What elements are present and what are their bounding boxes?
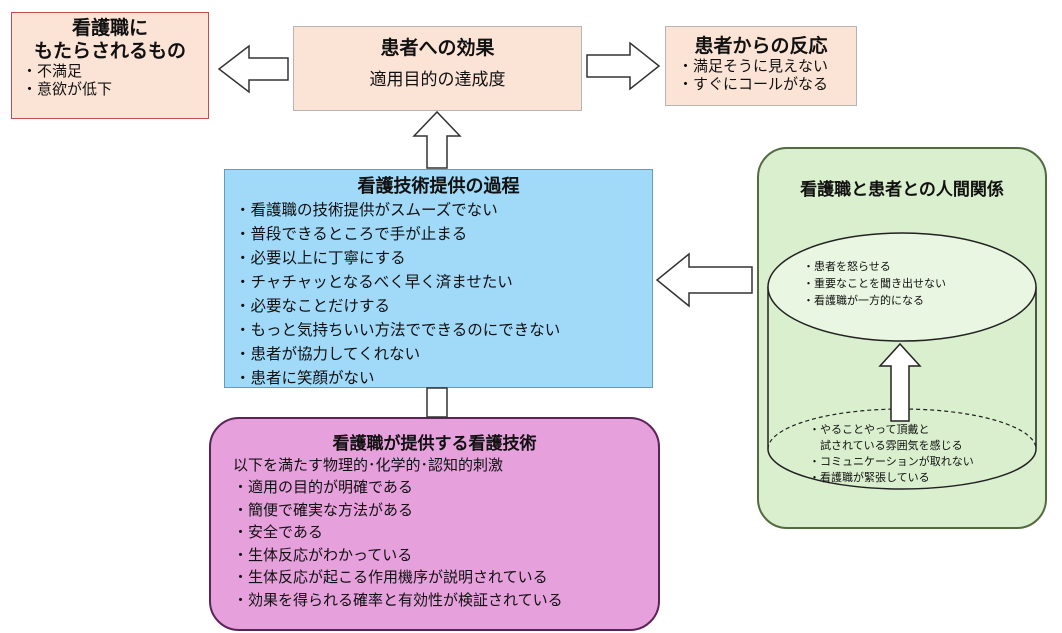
list-item: 必要以上に丁寧にする bbox=[235, 246, 652, 270]
patient-effect-subtitle: 適用目的の達成度 bbox=[369, 70, 506, 90]
list-item: 生体反応が起こる作用機序が説明されている bbox=[233, 566, 658, 589]
relationship-top-list: 患者を怒らせる 重要なことを聞き出せない 看護職が一方的になる bbox=[803, 258, 946, 309]
list-item: 安全である bbox=[233, 521, 658, 544]
list-item: 必要なことだけする bbox=[235, 294, 652, 318]
list-item: やることやって頂戴と bbox=[809, 422, 974, 438]
patient-effect-box: 患者への効果 適用目的の達成度 bbox=[293, 26, 582, 111]
relationship-title: 看護職と患者との人間関係 bbox=[800, 180, 1004, 200]
list-item: 適用の目的が明確である bbox=[233, 476, 658, 499]
list-item: もっと気持ちいい方法でできるのにできない bbox=[235, 318, 652, 342]
nursing-outcome-title: 看護職に もたらされるもの bbox=[12, 17, 208, 63]
list-item: 普段できるところで手が止まる bbox=[235, 222, 652, 246]
nursing-outcome-list: 不満足 意欲が低下 bbox=[22, 62, 208, 99]
nursing-outcome-box: 看護職に もたらされるもの 不満足 意欲が低下 bbox=[11, 12, 209, 119]
list-item: 患者を怒らせる bbox=[803, 258, 946, 275]
list-item: 簡便で確実な方法がある bbox=[233, 499, 658, 522]
patient-reaction-list: 満足そうに見えない すぐにコールがなる bbox=[678, 57, 856, 94]
list-item: 看護職の技術提供がスムーズでない bbox=[235, 198, 652, 222]
list-item: 重要なことを聞き出せない bbox=[803, 275, 946, 292]
technique-title: 看護職が提供する看護技術 bbox=[332, 434, 537, 454]
process-list: 看護職の技術提供がスムーズでない 普段できるところで手が止まる 必要以上に丁寧に… bbox=[235, 198, 652, 390]
list-item: 看護職が一方的になる bbox=[803, 292, 946, 309]
list-item: 患者に笑顔がない bbox=[235, 366, 652, 390]
list-item: 効果を得られる確率と有効性が検証されている bbox=[233, 589, 658, 612]
technique-list: 適用の目的が明確である 簡便で確実な方法がある 安全である 生体反応がわかってい… bbox=[233, 476, 658, 611]
list-item: 満足そうに見えない bbox=[678, 57, 856, 76]
process-box: 看護技術提供の過程 看護職の技術提供がスムーズでない 普段できるところで手が止ま… bbox=[224, 169, 653, 388]
list-item: 意欲が低下 bbox=[22, 80, 208, 99]
nursing-outcome-title-line2: もたらされるもの bbox=[33, 40, 186, 62]
technique-intro: 以下を満たす物理的･化学的･認知的刺激 bbox=[233, 456, 504, 474]
arrow-up-icon bbox=[412, 110, 462, 169]
patient-reaction-box: 患者からの反応 満足そうに見えない すぐにコールがなる bbox=[665, 26, 857, 106]
list-item: 不満足 bbox=[22, 62, 208, 81]
list-item: すぐにコールがなる bbox=[678, 75, 856, 94]
patient-reaction-title: 患者からの反応 bbox=[694, 35, 828, 57]
list-item: 患者が協力してくれない bbox=[235, 342, 652, 366]
arrow-right-icon bbox=[586, 41, 661, 91]
arrow-left-large-icon bbox=[655, 252, 753, 308]
process-title: 看護技術提供の過程 bbox=[357, 176, 520, 197]
patient-effect-title: 患者への効果 bbox=[380, 37, 495, 59]
list-item: 生体反応がわかっている bbox=[233, 544, 658, 567]
arrow-left-icon bbox=[217, 44, 289, 94]
technique-box: 看護職が提供する看護技術 以下を満たす物理的･化学的･認知的刺激 適用の目的が明… bbox=[209, 417, 660, 631]
nursing-outcome-title-line1: 看護職に bbox=[71, 17, 148, 39]
list-item: コミュニケーションが取れない bbox=[809, 454, 974, 470]
list-item: チャチャッとなるべく早く済ませたい bbox=[235, 270, 652, 294]
list-item-continuation: 試されている雰囲気を感じる bbox=[820, 439, 963, 452]
connector-stem bbox=[426, 387, 448, 418]
list-item: 看護職が緊張している bbox=[809, 470, 974, 486]
relationship-bottom-list: やることやって頂戴と 試されている雰囲気を感じる コミュニケーションが取れない … bbox=[809, 422, 974, 486]
